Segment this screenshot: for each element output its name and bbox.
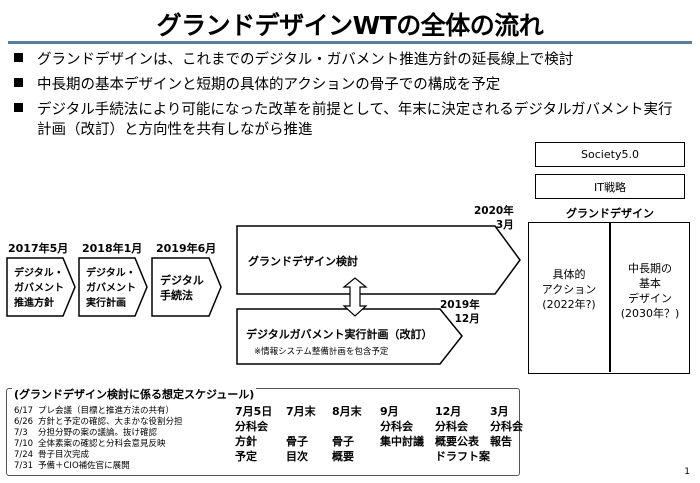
it-strategy-box: IT戦略 (535, 174, 685, 199)
timeline-label: デジタル・ ガバメント 実行計画 (86, 268, 136, 309)
lower-process-arrow (236, 308, 463, 365)
bullet-item: デジタル手続法により可能になった改革を前提として、年末に決定されるデジタルガバメ… (14, 100, 694, 140)
upper-arrow-label: グランドデザイン検討 (248, 255, 358, 268)
it-strategy-label: IT戦略 (594, 180, 626, 194)
bullet-text: 中長期の基本デザインと短期の具体的アクションの骨子での構成を予定 (37, 77, 501, 93)
bullet-item: 中長期の基本デザインと短期の具体的アクションの骨子での構成を予定 (14, 75, 500, 95)
upper-arrow-date: 2020年 3月 (474, 205, 514, 231)
timeline-label: デジタル・ ガバメント 推進方針 (14, 268, 64, 309)
short-term-action: 具体的 アクション (2022年?) (541, 268, 597, 311)
society5-box: Society5.0 (535, 142, 685, 167)
timeline-label: デジタル 手続法 (160, 274, 204, 302)
schedule-column: 8月末 骨子 概要 (332, 405, 362, 463)
schedule-column: 7月5日 分科会 方針 予定 (235, 405, 273, 463)
bullet-text: デジタル手続法により可能になった改革を前提として、年末に決定されるデジタルガバメ… (37, 102, 673, 138)
lower-arrow-note: ※情報システム整備計画を包含予定 (254, 347, 389, 357)
schedule-column: 7月末 骨子 目次 (286, 405, 316, 463)
timeline-year: 2018年1月 (82, 242, 143, 255)
grand-design-label: グランドデザイン (566, 207, 654, 220)
schedule-title: (グランドデザイン検討に係る想定スケジュール) (12, 386, 257, 402)
lower-arrow-date: 2019年 12月 (440, 299, 480, 325)
timeline-year: 2017年5月 (8, 242, 69, 255)
bullet-square-icon (14, 78, 23, 87)
pentagon-arrow (78, 257, 148, 317)
upper-process-arrow (236, 225, 521, 295)
grand-design-box: 具体的 アクション (2022年?) 中長期の 基本 デザイン (2030年？) (528, 222, 690, 374)
society5-label: Society5.0 (581, 148, 639, 161)
lower-arrow-label: デジタルガバメント実行計画（改訂） (246, 328, 433, 341)
schedule-column: 12月 分科会 概要公表 ドラフト案 (435, 405, 490, 463)
timeline-year: 2019年6月 (156, 242, 217, 255)
schedule-column: 3月 分科会 報告 (490, 405, 523, 448)
double-arrow-icon (342, 277, 368, 317)
bullet-square-icon (14, 103, 23, 112)
grand-design-divider (609, 223, 611, 372)
bullet-item: グランドデザインは、これまでのデジタル・ガバメント推進方針の延長線上で検討 (14, 50, 573, 70)
page-number: 1 (684, 467, 690, 477)
schedule-column: 9月 分科会 集中討議 (380, 405, 424, 448)
page-title: グランドデザインWTの全体の流れ (156, 11, 544, 40)
title-underline (8, 41, 692, 44)
bullet-text: グランドデザインは、これまでのデジタル・ガバメント推進方針の延長線上で検討 (37, 52, 574, 68)
pentagon-arrow (151, 257, 222, 317)
pentagon-arrow (6, 257, 76, 317)
schedule-panel (6, 388, 520, 476)
bullet-square-icon (14, 53, 23, 62)
long-term-design: 中長期の 基本 デザイン (2030年？) (620, 262, 680, 320)
